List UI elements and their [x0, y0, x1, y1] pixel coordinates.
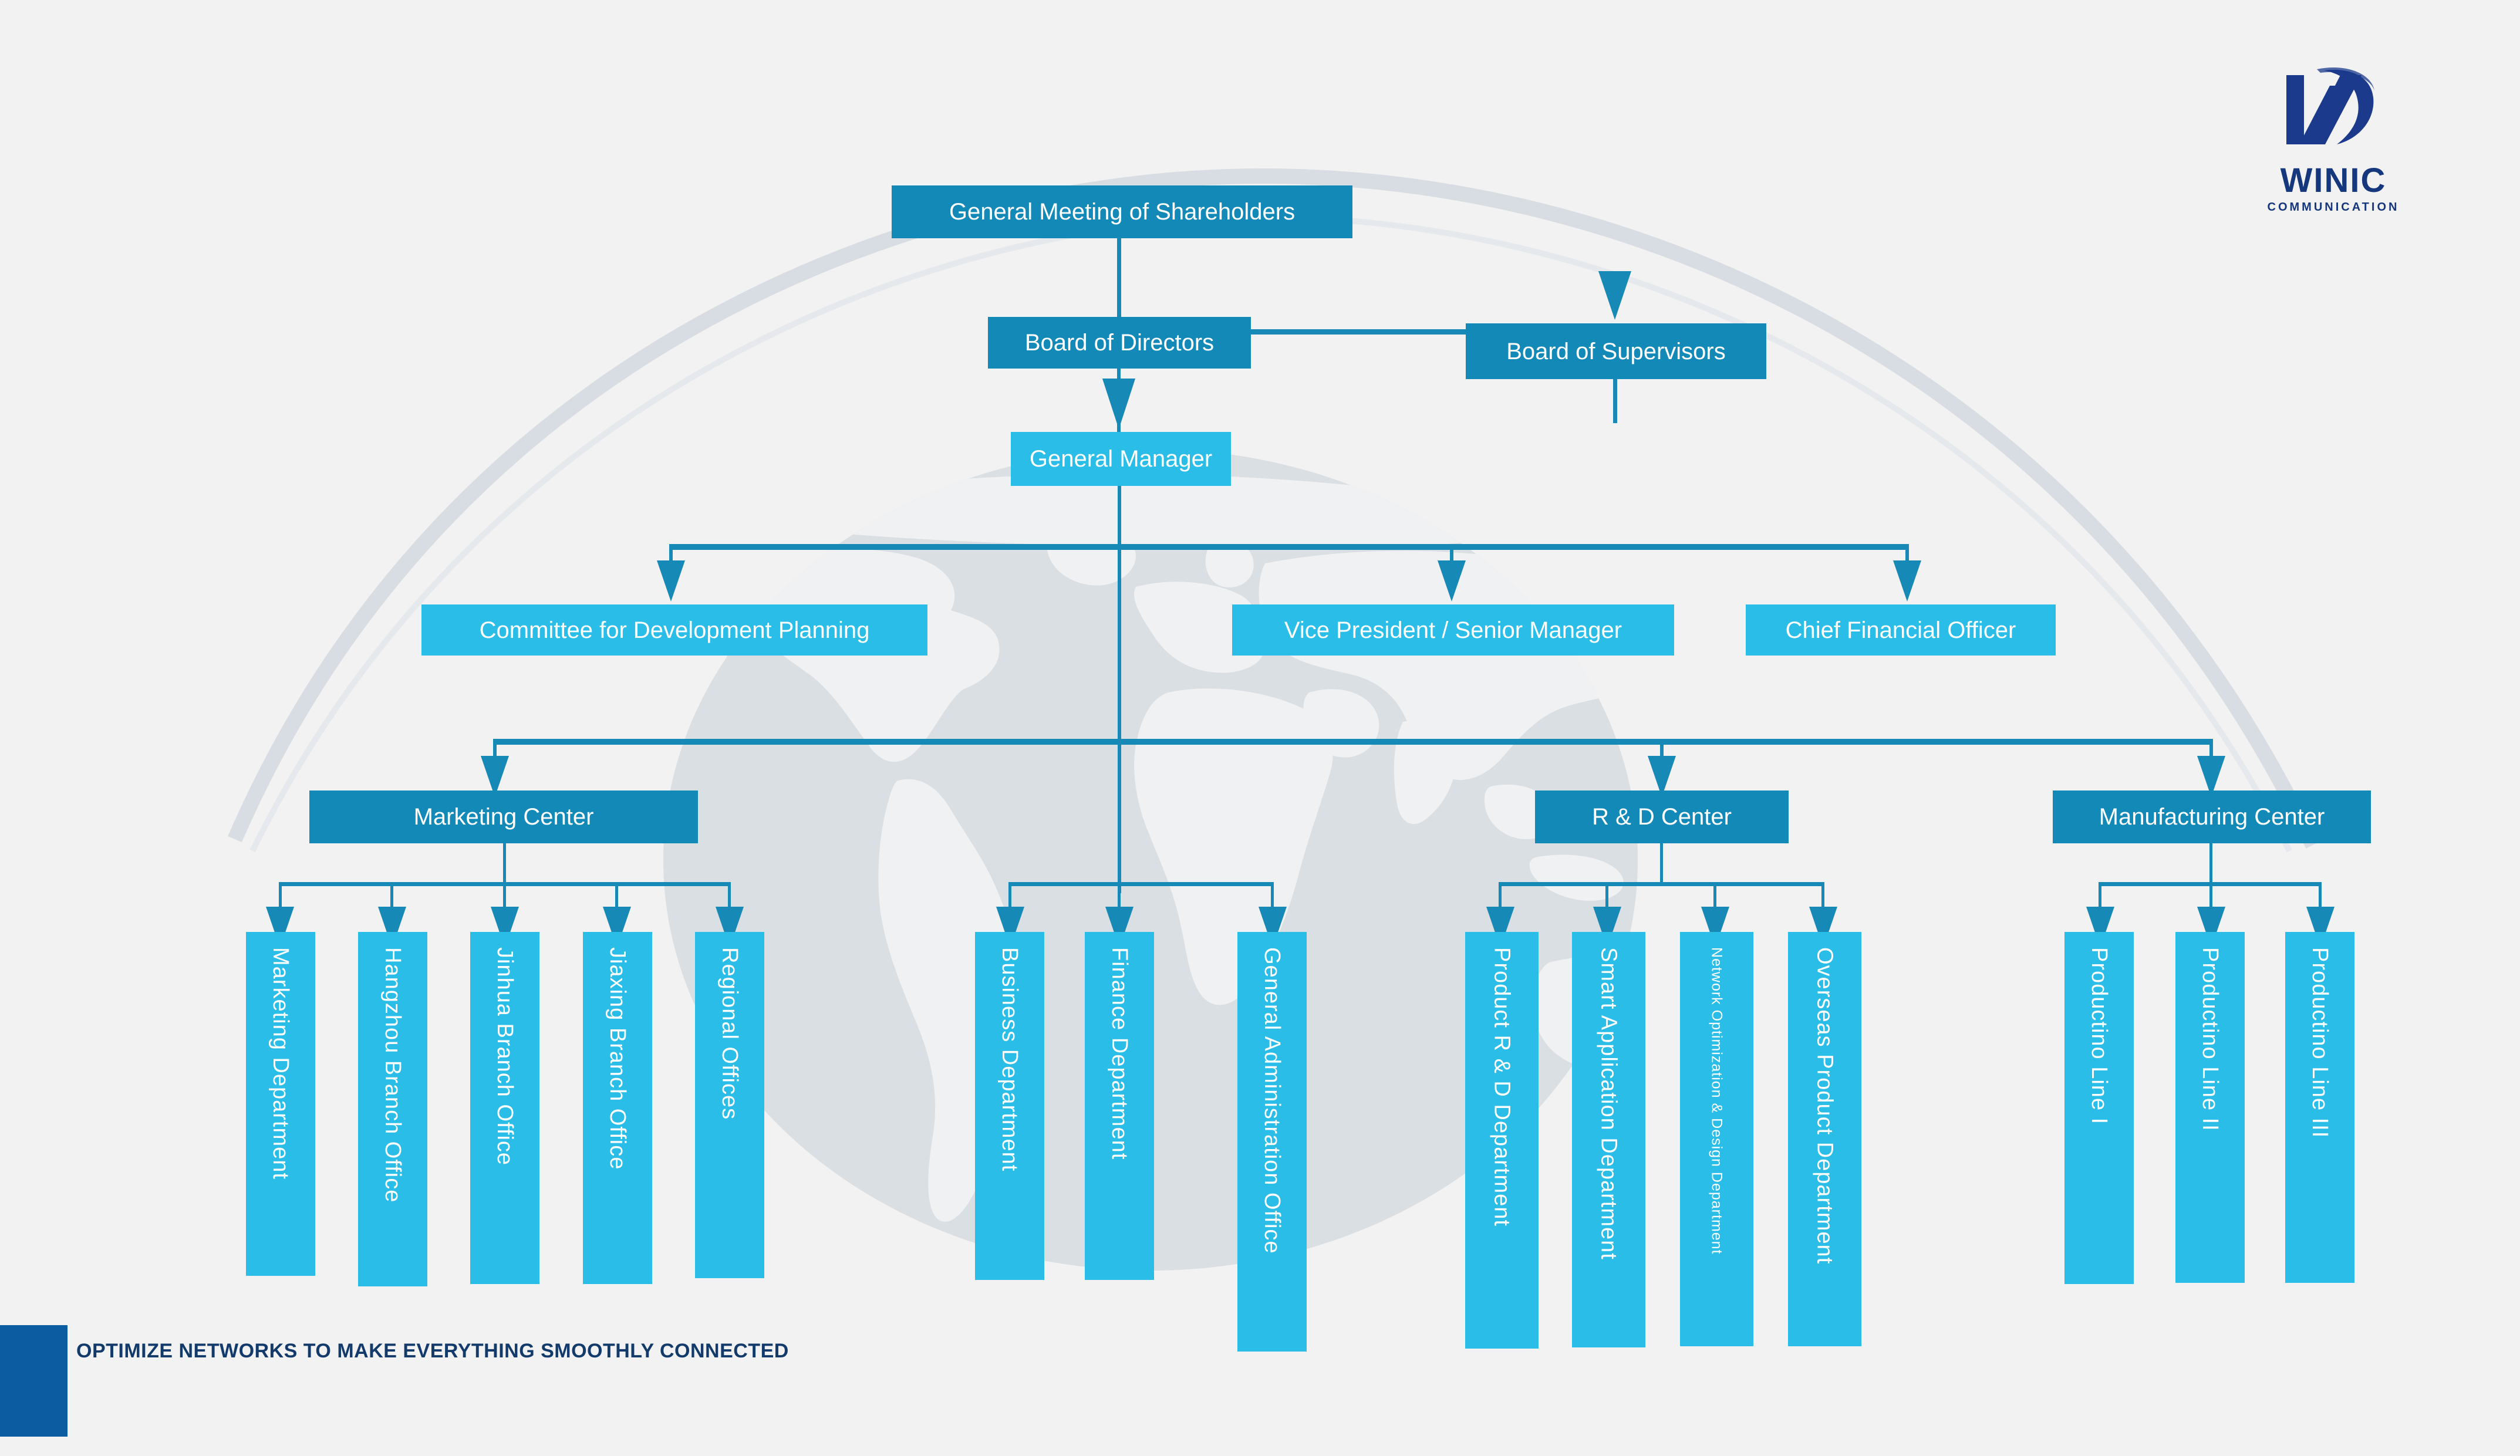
connector-rnd-stem — [1660, 840, 1663, 884]
node-finance-department[interactable]: Finance Department — [1085, 932, 1154, 1280]
node-board-of-supervisors[interactable]: Board of Supervisors — [1466, 323, 1766, 379]
node-business-department[interactable]: Business Department — [975, 932, 1044, 1280]
node-committee-for-development-planning[interactable]: Committee for Development Planning — [421, 604, 927, 656]
node-general-meeting-of-shareholders[interactable]: General Meeting of Shareholders — [892, 185, 1352, 238]
connector-level4-bar — [669, 544, 1909, 550]
node-label: Chief Financial Officer — [1785, 617, 2016, 643]
connector-mid-bar — [1008, 882, 1274, 886]
node-regional-offices[interactable]: Regional Offices — [695, 932, 764, 1278]
node-productino-line-3[interactable]: Productino Line III — [2285, 932, 2354, 1283]
arrow-to-gm — [1102, 379, 1135, 429]
node-label: Marketing Center — [413, 804, 594, 830]
node-label: Manufacturing Center — [2099, 804, 2325, 830]
node-manufacturing-center[interactable]: Manufacturing Center — [2053, 791, 2371, 843]
node-label: General Administration Office — [1260, 947, 1284, 1254]
node-network-optimization-design-department[interactable]: Network Optimization & Design Department — [1680, 932, 1753, 1346]
footer-accent-swatch — [0, 1325, 68, 1437]
node-label: Product R & D Department — [1489, 947, 1514, 1227]
node-label: Productino Line II — [2198, 947, 2222, 1131]
node-label: Regional Offices — [717, 947, 742, 1120]
node-label: Committee for Development Planning — [479, 617, 870, 643]
node-label: Marketing Department — [268, 947, 293, 1180]
node-marketing-center[interactable]: Marketing Center — [309, 791, 698, 843]
node-label: Finance Department — [1107, 947, 1132, 1160]
node-overseas-product-department[interactable]: Overseas Product Department — [1788, 932, 1861, 1346]
node-label: Overseas Product Department — [1812, 947, 1837, 1265]
node-label: Board of Directors — [1024, 330, 1215, 356]
connector-mfg-stem — [2209, 840, 2212, 884]
node-smart-application-department[interactable]: Smart Application Department — [1572, 932, 1645, 1347]
node-board-of-directors[interactable]: Board of Directors — [988, 317, 1251, 369]
node-marketing-department[interactable]: Marketing Department — [246, 932, 315, 1276]
node-chief-financial-officer[interactable]: Chief Financial Officer — [1746, 604, 2056, 656]
node-jinhua-branch-office[interactable]: Jinhua Branch Office — [470, 932, 539, 1284]
arrow-to-cdp — [657, 560, 685, 602]
node-hangzhou-branch-office[interactable]: Hangzhou Branch Office — [358, 932, 427, 1286]
node-productino-line-2[interactable]: Productino Line II — [2175, 932, 2245, 1283]
node-product-rd-department[interactable]: Product R & D Department — [1465, 932, 1539, 1349]
arrow-to-cfo — [1893, 560, 1921, 602]
node-label: Business Department — [997, 947, 1022, 1172]
node-vice-president-senior-manager[interactable]: Vice President / Senior Manager — [1232, 604, 1674, 656]
node-general-manager[interactable]: General Manager — [1011, 432, 1231, 486]
brand-subtitle: COMMUNICATION — [2267, 201, 2400, 214]
node-label: Productino Line III — [2308, 947, 2332, 1139]
node-productino-line-1[interactable]: Productino Line I — [2064, 932, 2134, 1284]
connector-mkt-stem — [503, 840, 506, 884]
node-general-administration-office[interactable]: General Administration Office — [1237, 932, 1307, 1352]
node-label: General Manager — [1029, 446, 1213, 472]
node-label: Productino Line I — [2087, 947, 2111, 1125]
node-label: Jinhua Branch Office — [492, 947, 517, 1166]
node-label: Hangzhou Branch Office — [380, 947, 405, 1203]
connector-level5-bar — [493, 739, 2213, 745]
brand-name: WINIC — [2280, 161, 2387, 200]
node-label: Smart Application Department — [1596, 947, 1621, 1260]
node-label: R & D Center — [1592, 804, 1732, 830]
node-label: Board of Supervisors — [1506, 338, 1726, 364]
arrow-to-bos — [1598, 271, 1631, 320]
node-jiaxing-branch-office[interactable]: Jiaxing Branch Office — [583, 932, 652, 1284]
node-label: Jiaxing Branch Office — [605, 947, 630, 1170]
winic-wd-monogram-icon — [2286, 67, 2374, 144]
node-label: Vice President / Senior Manager — [1284, 617, 1622, 643]
node-label: Network Optimization & Design Department — [1708, 947, 1725, 1255]
footer-tagline: OPTIMIZE NETWORKS TO MAKE EVERYTHING SMO… — [76, 1340, 789, 1362]
connector-rnd-bar — [1499, 882, 1824, 886]
brand-logo: WINIC COMMUNICATION — [2263, 65, 2404, 214]
node-rd-center[interactable]: R & D Center — [1535, 791, 1789, 843]
arrow-to-vp — [1438, 560, 1466, 602]
node-label: General Meeting of Shareholders — [949, 199, 1296, 225]
